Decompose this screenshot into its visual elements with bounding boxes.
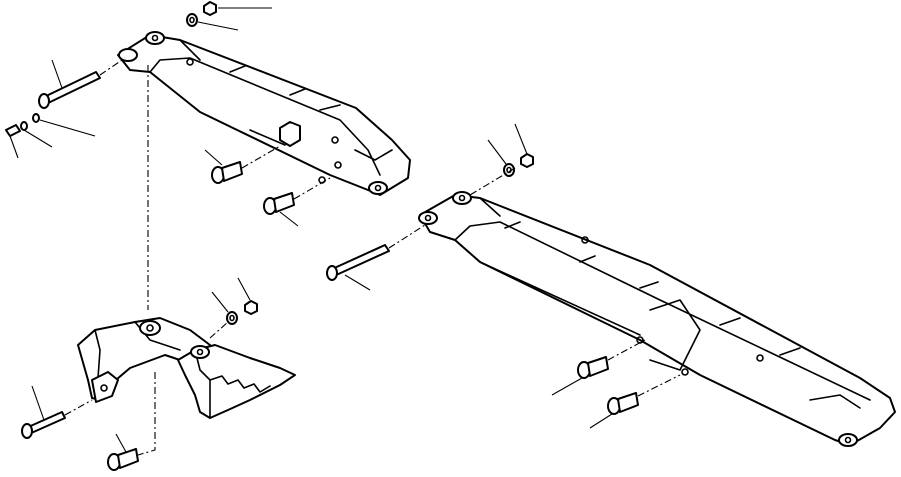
short-arm-mounting-bolt-2 bbox=[263, 192, 299, 227]
short-arm-mounting-bolt-1 bbox=[204, 149, 243, 184]
bucket-frame-link bbox=[91, 371, 119, 403]
short-boom-arm-body bbox=[117, 34, 411, 196]
long-arm-mounting-bolt-1 bbox=[551, 356, 609, 396]
toothed-bucket bbox=[177, 344, 296, 419]
long-arm-nut bbox=[520, 153, 534, 168]
short-arm-lock-hardware bbox=[5, 113, 96, 159]
bucket-nut-washer bbox=[211, 277, 258, 325]
long-boom-arm-body bbox=[419, 194, 896, 446]
bucket-mounting-bolt bbox=[107, 433, 139, 471]
short-arm-top-nut-washer bbox=[186, 1, 272, 31]
long-arm-mounting-bolt-2 bbox=[589, 392, 639, 429]
bucket-hinge-boss bbox=[190, 345, 210, 359]
long-arm-end-boss-left bbox=[418, 211, 438, 225]
long-arm-washer bbox=[503, 163, 515, 177]
long-arm-end-boss-top bbox=[452, 191, 472, 205]
long-arm-nut-washer bbox=[487, 123, 534, 177]
short-arm-end-boss-top bbox=[145, 31, 165, 45]
bucket-frame-pivot-boss bbox=[139, 320, 161, 336]
top-washer bbox=[186, 13, 198, 27]
long-arm-pivot-pin bbox=[326, 244, 390, 291]
long-boom-arm bbox=[418, 191, 896, 447]
bucket-assembly bbox=[77, 317, 296, 419]
bucket-washer bbox=[226, 311, 238, 325]
long-arm-end-boss-right bbox=[838, 433, 858, 447]
short-boom-arm bbox=[117, 31, 411, 196]
bucket-nut bbox=[244, 300, 258, 315]
short-arm-end-boss-left bbox=[118, 48, 138, 62]
bucket-pivot-pin bbox=[21, 385, 66, 439]
top-nut bbox=[203, 1, 217, 16]
short-arm-pivot-pin bbox=[38, 59, 101, 109]
short-arm-bracket bbox=[279, 121, 301, 147]
short-arm-end-boss-right bbox=[368, 181, 388, 195]
